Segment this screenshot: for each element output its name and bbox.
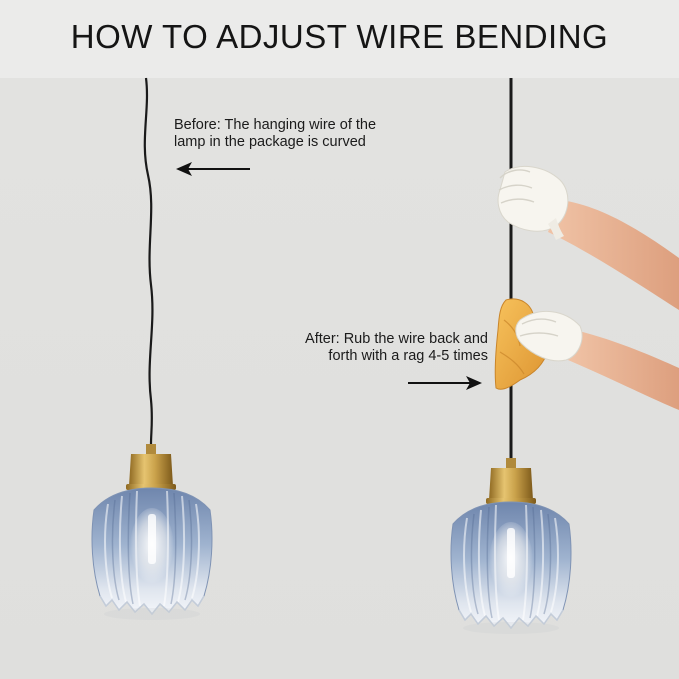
after-note-line2: forth with a rag 4-5 times (328, 348, 488, 364)
page-title: HOW TO ADJUST WIRE BENDING (70, 18, 609, 55)
right-lamp-shade (450, 501, 572, 635)
right-lamp (450, 78, 572, 635)
before-note: Before: The hanging wire of the lamp in … (174, 117, 424, 151)
upper-hand (497, 165, 679, 310)
curved-wire (143, 77, 154, 445)
left-lamp (91, 77, 213, 621)
after-note-line1: After: Rub the wire back and (305, 331, 488, 347)
after-note: After: Rub the wire back and forth with … (270, 331, 488, 365)
before-note-line1: Before: The hanging wire of the (174, 117, 377, 133)
header-bar: HOW TO ADJUST WIRE BENDING (0, 0, 679, 78)
before-note-line2: lamp in the package is curved (174, 134, 366, 150)
right-lamp-cap (486, 458, 536, 504)
left-arrow-icon (176, 162, 250, 176)
lower-hand (494, 298, 679, 410)
left-lamp-cap (126, 444, 176, 490)
right-arrow-icon (408, 376, 482, 390)
left-lamp-shade (91, 487, 213, 621)
